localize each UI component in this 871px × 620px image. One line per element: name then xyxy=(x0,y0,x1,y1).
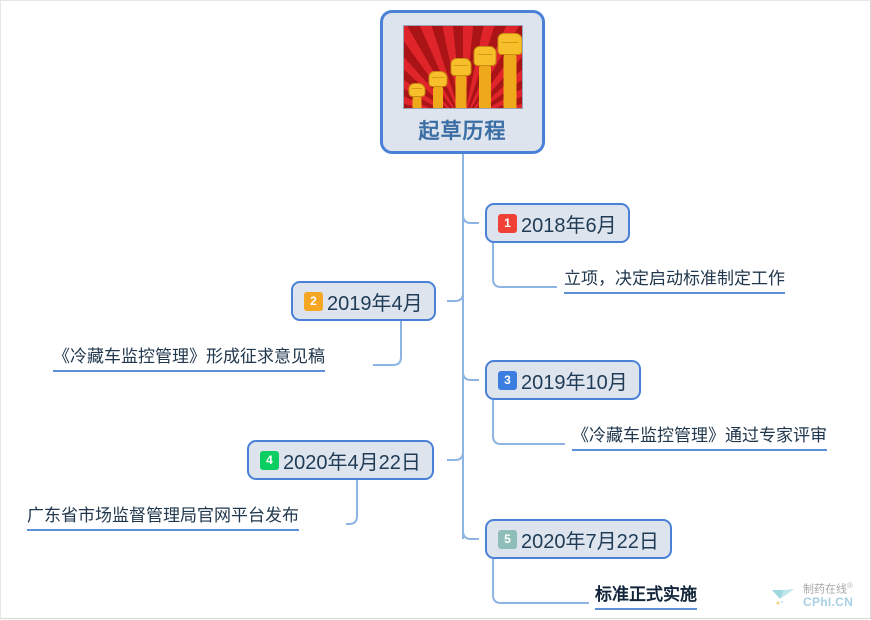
root-node[interactable]: 起草历程 xyxy=(380,10,545,154)
timeline-detail-1: 立项，决定启动标准制定工作 xyxy=(564,264,785,294)
timeline-node-1[interactable]: 1 2018年6月 xyxy=(485,203,630,243)
timeline-detail-5: 标准正式实施 xyxy=(595,580,697,610)
step-badge-4: 4 xyxy=(260,450,279,470)
branch-5 xyxy=(462,530,479,540)
timeline-detail-3: 《冷藏车监控管理》通过专家评审 xyxy=(572,421,827,451)
timeline-node-2[interactable]: 2 2019年4月 xyxy=(291,281,436,321)
timeline-node-5[interactable]: 5 2020年7月22日 xyxy=(485,519,672,559)
watermark-registered: ® xyxy=(847,581,853,590)
timeline-node-4[interactable]: 4 2020年4月22日 xyxy=(247,440,434,480)
step-badge-5: 5 xyxy=(498,529,517,549)
timeline-node-3[interactable]: 3 2019年10月 xyxy=(485,360,641,400)
timeline-node-1-label: 2018年6月 xyxy=(521,214,617,237)
fist-4 xyxy=(473,44,497,108)
branch-2 xyxy=(447,292,464,302)
watermark-line2: CPhI.CN xyxy=(803,595,854,610)
timeline-node-3-label: 2019年10月 xyxy=(521,371,628,394)
step-badge-1: 1 xyxy=(498,213,517,233)
leaf-connector-5 xyxy=(492,559,589,604)
leaf-connector-2 xyxy=(373,321,402,366)
timeline-node-4-label: 2020年4月22日 xyxy=(283,451,421,474)
watermark-line1: 制药在线 xyxy=(803,583,847,596)
timeline-node-5-label: 2020年7月22日 xyxy=(521,530,659,553)
branch-4 xyxy=(447,451,464,461)
step-badge-3: 3 xyxy=(498,370,517,390)
leaf-connector-1 xyxy=(492,243,557,288)
capsule-check-logo-icon xyxy=(772,588,794,605)
step-badge-2: 2 xyxy=(304,291,323,311)
fist-2 xyxy=(428,70,448,108)
watermark: 制药在线® CPhI.CN xyxy=(771,581,853,610)
branch-3 xyxy=(462,371,479,381)
fist-3 xyxy=(450,56,472,108)
timeline-node-2-label: 2019年4月 xyxy=(327,292,423,315)
raised-fists-icon xyxy=(402,25,523,109)
fist-1 xyxy=(408,83,426,108)
root-label: 起草历程 xyxy=(418,120,507,143)
timeline-detail-4: 广东省市场监督管理局官网平台发布 xyxy=(27,501,299,531)
fist-5 xyxy=(497,32,522,108)
leaf-connector-3 xyxy=(492,400,565,445)
branch-1 xyxy=(462,214,479,224)
leaf-connector-4 xyxy=(346,480,358,525)
timeline-detail-2: 《冷藏车监控管理》形成征求意见稿 xyxy=(53,342,325,372)
